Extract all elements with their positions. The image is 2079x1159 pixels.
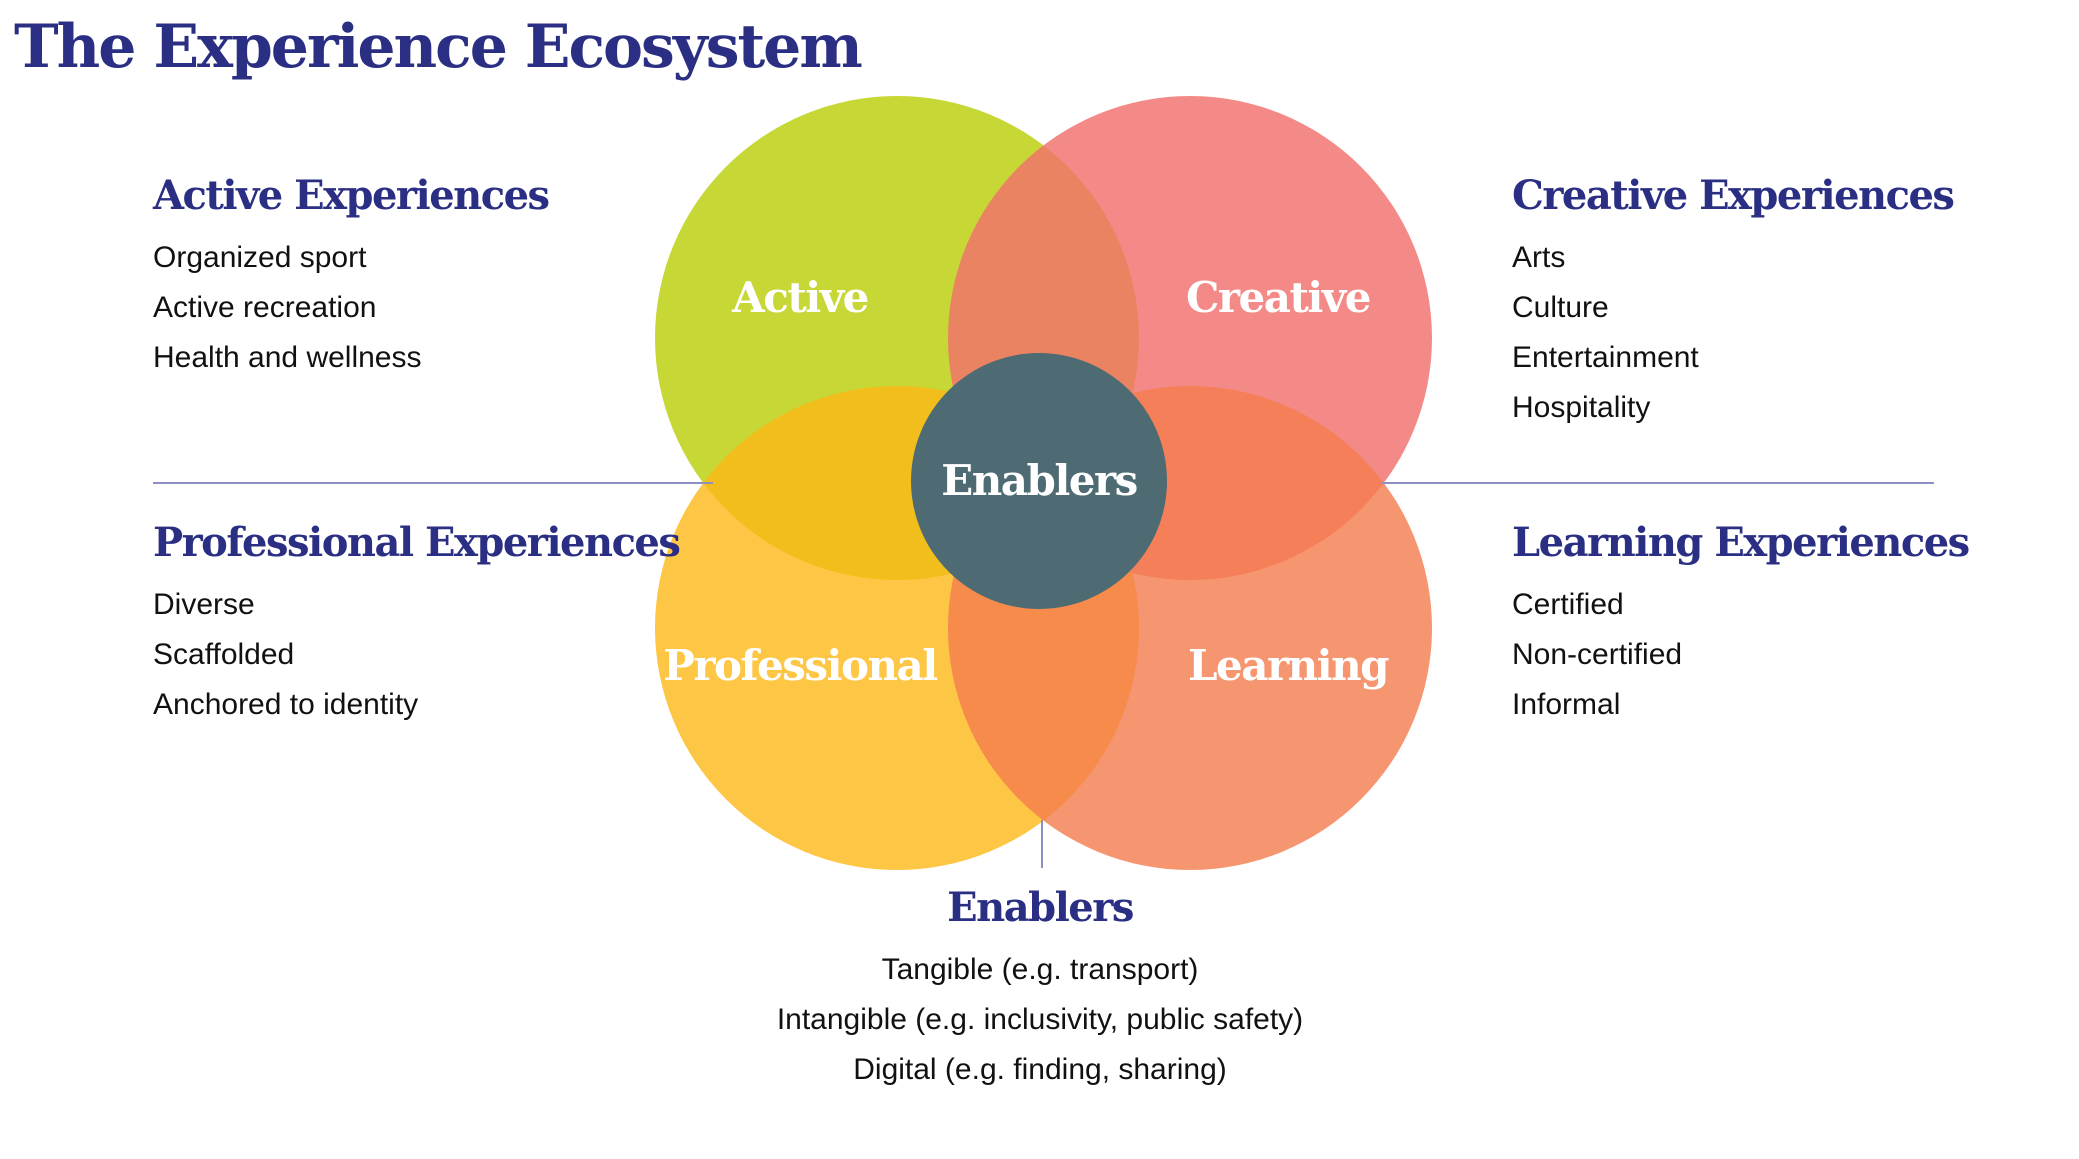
enablers-group: Enablers Tangible (e.g. transport) Intan…	[640, 884, 1440, 1095]
divider-right	[1382, 482, 1934, 484]
list-item: Diverse	[153, 588, 255, 621]
active-experiences-list: Organized sport Active recreation Health…	[153, 233, 673, 383]
active-experiences-group: Active Experiences Organized sport Activ…	[153, 172, 673, 383]
learning-experiences-heading: Learning Experiences	[1512, 519, 1970, 566]
list-item: Scaffolded	[153, 638, 295, 671]
venn-label-learning: Learning	[1188, 641, 1389, 690]
list-item: Entertainment	[1512, 341, 1699, 374]
list-item: Certified	[1512, 588, 1624, 621]
list-item: Informal	[1512, 688, 1621, 721]
circle-enablers-center	[911, 353, 1167, 609]
page-title: The Experience Ecosystem	[14, 12, 863, 82]
divider-left	[153, 482, 713, 484]
enablers-list: Tangible (e.g. transport) Intangible (e.…	[640, 945, 1440, 1095]
list-item: Organized sport	[153, 241, 367, 274]
learning-experiences-list: Certified Non-certified Informal	[1512, 580, 2032, 730]
professional-experiences-heading: Professional Experiences	[153, 519, 681, 566]
creative-experiences-group: Creative Experiences Arts Culture Entert…	[1512, 172, 2032, 433]
list-item: Anchored to identity	[153, 688, 419, 721]
active-experiences-heading: Active Experiences	[153, 172, 550, 219]
list-item: Culture	[1512, 291, 1609, 324]
list-item: Non-certified	[1512, 638, 1683, 671]
professional-experiences-list: Diverse Scaffolded Anchored to identity	[153, 580, 673, 730]
list-item: Active recreation	[153, 291, 377, 324]
list-item: Digital (e.g. finding, sharing)	[853, 1053, 1227, 1086]
list-item: Arts	[1512, 241, 1566, 274]
enablers-heading: Enablers	[947, 884, 1134, 931]
enablers-connector-line	[1041, 820, 1043, 868]
list-item: Intangible (e.g. inclusivity, public saf…	[776, 1003, 1304, 1036]
learning-experiences-group: Learning Experiences Certified Non-certi…	[1512, 519, 2032, 730]
venn-label-creative: Creative	[1186, 273, 1370, 322]
professional-experiences-group: Professional Experiences Diverse Scaffol…	[153, 519, 681, 730]
creative-experiences-list: Arts Culture Entertainment Hospitality	[1512, 233, 2032, 433]
venn-label-professional: Professional	[663, 641, 937, 690]
list-item: Hospitality	[1512, 391, 1651, 424]
creative-experiences-heading: Creative Experiences	[1512, 172, 1955, 219]
list-item: Tangible (e.g. transport)	[881, 953, 1199, 986]
venn-label-active: Active	[731, 273, 868, 322]
list-item: Health and wellness	[153, 341, 422, 374]
venn-label-enablers: Enablers	[941, 456, 1137, 505]
